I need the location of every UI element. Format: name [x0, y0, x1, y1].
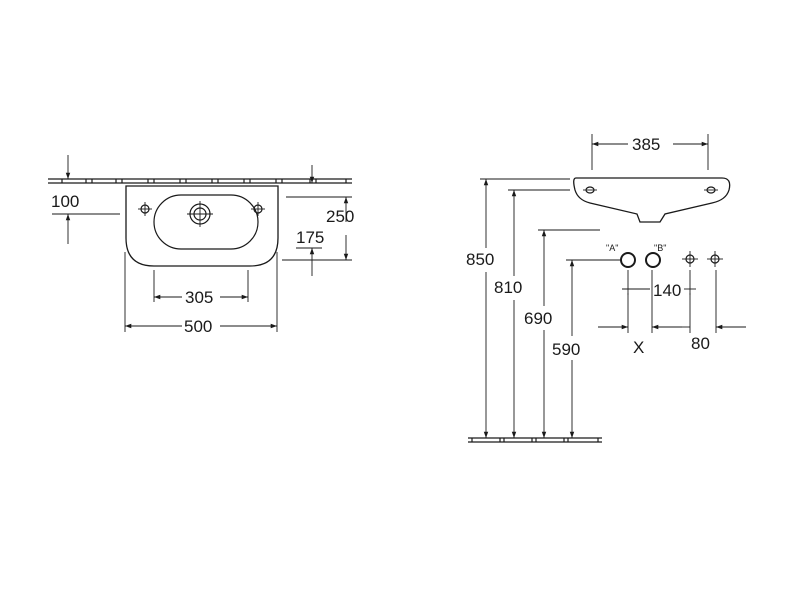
dimension-500	[124, 252, 278, 332]
front-view: 100 250 175 305	[48, 155, 354, 336]
dim-label-810: 810	[494, 278, 522, 297]
dim-label-80: 80	[691, 334, 710, 353]
dim-label-140: 140	[653, 281, 681, 300]
dim-label-850: 850	[466, 250, 494, 269]
mounting-hole-right	[251, 202, 265, 216]
dim-label-x: X	[633, 338, 644, 357]
dim-label-175: 175	[296, 228, 324, 247]
tap-hole	[187, 201, 213, 227]
side-view: 385 850 810	[466, 134, 746, 443]
dimension-810	[508, 189, 570, 438]
dimension-140	[622, 270, 696, 295]
fixing-hole-left	[682, 251, 698, 267]
floor-line	[468, 437, 602, 443]
connection-b	[645, 252, 661, 268]
basin-outline	[125, 185, 279, 267]
dimension-175	[296, 165, 322, 276]
wall-line-front	[48, 178, 352, 184]
dimension-690	[538, 229, 600, 438]
dimension-100	[52, 155, 120, 244]
dim-label-250: 250	[326, 207, 354, 226]
dim-label-500: 500	[184, 317, 212, 336]
fixing-hole-right	[707, 251, 723, 267]
basin-bowl	[153, 194, 259, 250]
dimension-305	[153, 270, 249, 302]
dimension-250	[282, 196, 352, 261]
label-a: "A"	[606, 243, 618, 253]
dim-label-305: 305	[185, 288, 213, 307]
mounting-hole-left	[138, 202, 152, 216]
basin-side-profile	[573, 177, 731, 223]
dimension-80	[682, 270, 746, 333]
dimension-590	[566, 259, 622, 438]
dim-label-590: 590	[552, 340, 580, 359]
side-mounting-holes	[583, 186, 718, 194]
dimension-385	[591, 134, 709, 170]
dim-label-690: 690	[524, 309, 552, 328]
dim-label-385: 385	[632, 135, 660, 154]
dimension-x	[598, 270, 682, 333]
dim-label-100: 100	[51, 192, 79, 211]
label-b: "B"	[654, 243, 666, 253]
dimension-850	[480, 178, 570, 438]
connection-a	[620, 252, 636, 268]
